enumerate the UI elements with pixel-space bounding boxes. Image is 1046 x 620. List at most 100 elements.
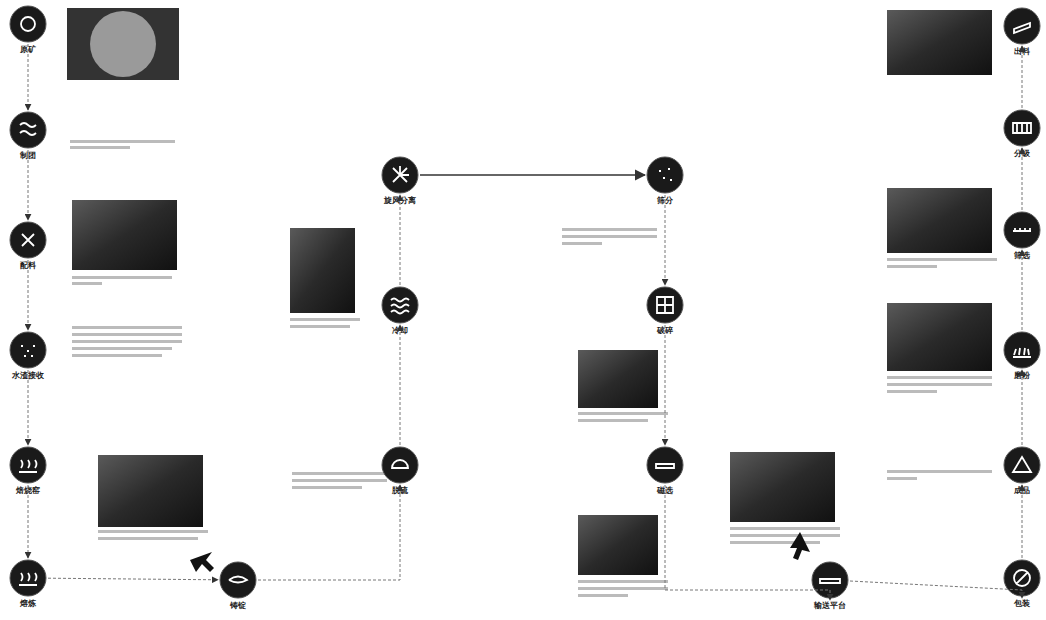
process-icon — [381, 446, 419, 484]
process-node: 出料 — [986, 7, 1046, 57]
process-circle — [646, 286, 684, 324]
flow-arrow — [28, 260, 29, 330]
process-icon — [1003, 446, 1041, 484]
step-label: 熔炼 — [0, 599, 64, 609]
process-node: 脱硫 — [364, 446, 436, 496]
flow-arrow — [1022, 148, 1023, 210]
flow-arrow — [665, 195, 666, 285]
flow-arrow — [665, 325, 666, 445]
process-node: 铸锭 — [202, 561, 274, 611]
process-icon — [9, 221, 47, 259]
process-icon — [646, 286, 684, 324]
step-label: 破碎 — [629, 326, 701, 336]
flow-arrow — [400, 325, 401, 445]
process-circle — [9, 111, 47, 149]
process-circle — [1003, 211, 1041, 249]
process-node: 包装 — [986, 559, 1046, 609]
process-icon — [1003, 211, 1041, 249]
process-circle — [646, 446, 684, 484]
step-label: 筛分 — [629, 196, 701, 206]
process-node: 筛选 — [986, 211, 1046, 261]
process-node: 配料 — [0, 221, 64, 271]
process-circle — [1003, 109, 1041, 147]
flow-arrow — [850, 581, 1022, 598]
process-circle — [646, 156, 684, 194]
process-node: 旋风分离 — [364, 156, 436, 206]
process-node: 磁选 — [629, 446, 701, 496]
process-icon — [9, 111, 47, 149]
process-icon — [1003, 559, 1041, 597]
flow-arrow — [1022, 370, 1023, 445]
flow-arrow — [1022, 250, 1023, 330]
flow-arrow — [1022, 46, 1023, 108]
process-circle — [381, 446, 419, 484]
process-icon — [219, 561, 257, 599]
flow-arrow — [28, 44, 29, 110]
process-node: 破碎 — [629, 286, 701, 336]
process-icon — [646, 156, 684, 194]
step-label: 脱硫 — [364, 486, 436, 496]
flow-arrow — [48, 578, 218, 580]
step-label: 冷却 — [364, 326, 436, 336]
description-lines — [70, 140, 997, 597]
process-icon — [1003, 7, 1041, 45]
photo — [887, 303, 992, 371]
flow-arrow — [28, 150, 29, 220]
flow-arrow — [28, 370, 29, 445]
process-icon — [9, 559, 47, 597]
step-label: 成品 — [986, 486, 1046, 496]
photo-disc — [90, 11, 156, 77]
step-label: 制团 — [0, 151, 64, 161]
process-circle — [811, 561, 849, 599]
photo — [290, 228, 355, 313]
step-label: 磁选 — [629, 486, 701, 496]
process-node: 焙烧窑 — [0, 446, 64, 496]
process-node: 分级 — [986, 109, 1046, 159]
flow-arrow — [1022, 485, 1023, 558]
process-circle — [9, 331, 47, 369]
process-circle — [9, 5, 47, 43]
process-icon — [381, 286, 419, 324]
process-icon — [1003, 109, 1041, 147]
step-label: 输送平台 — [794, 601, 866, 611]
process-circle — [9, 446, 47, 484]
step-label: 水渣接收 — [0, 371, 64, 381]
photo — [578, 350, 658, 408]
process-node: 筛分 — [629, 156, 701, 206]
photo — [887, 10, 992, 75]
flow-arrow — [28, 485, 29, 558]
step-label: 原矿 — [0, 45, 64, 55]
process-node: 水渣接收 — [0, 331, 64, 381]
process-circle — [1003, 7, 1041, 45]
process-node: 冷却 — [364, 286, 436, 336]
process-circle — [381, 156, 419, 194]
process-node: 磨粉 — [986, 331, 1046, 381]
process-circle — [219, 561, 257, 599]
process-node: 输送平台 — [794, 561, 866, 611]
process-circle — [9, 559, 47, 597]
process-node: 成品 — [986, 446, 1046, 496]
process-icon — [646, 446, 684, 484]
photo — [887, 188, 992, 253]
process-icon — [9, 331, 47, 369]
process-circle — [381, 286, 419, 324]
step-label: 筛选 — [986, 251, 1046, 261]
step-label: 旋风分离 — [364, 196, 436, 206]
process-node: 熔炼 — [0, 559, 64, 609]
pointer-arrow — [790, 532, 810, 560]
flow-arrow — [420, 174, 645, 176]
step-label: 出料 — [986, 47, 1046, 57]
step-label: 分级 — [986, 149, 1046, 159]
step-label: 焙烧窑 — [0, 486, 64, 496]
step-label: 配料 — [0, 261, 64, 271]
process-circle — [9, 221, 47, 259]
flow-arrow — [665, 485, 830, 600]
step-label: 包装 — [986, 599, 1046, 609]
process-circle — [1003, 446, 1041, 484]
photo — [72, 200, 177, 270]
flow-arrow — [258, 485, 400, 580]
process-icon — [9, 5, 47, 43]
